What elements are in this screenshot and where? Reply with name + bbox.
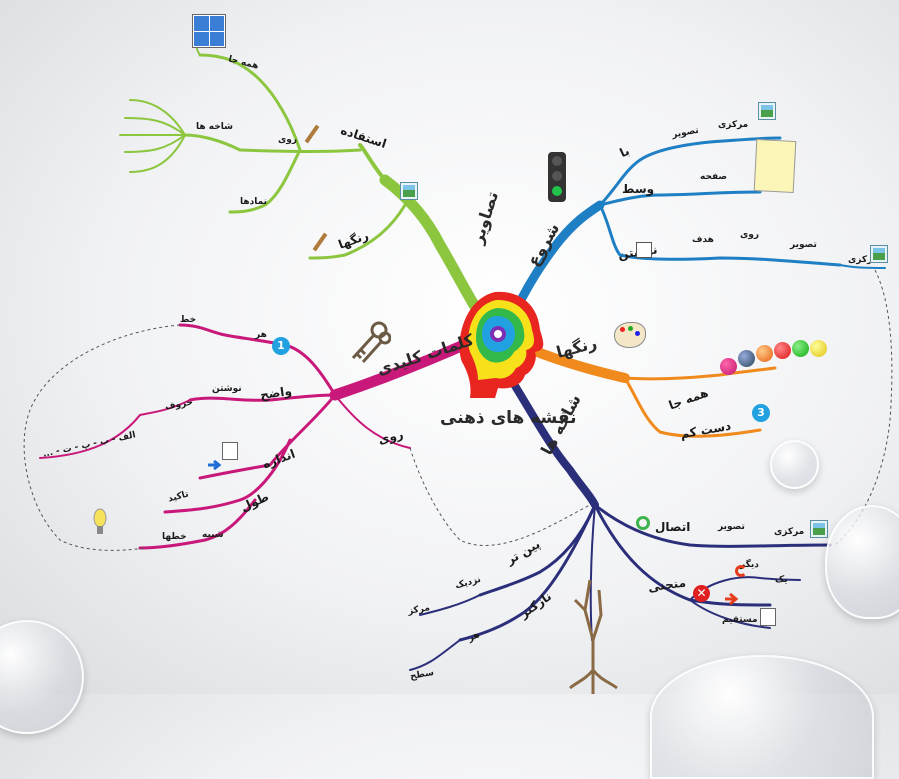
picture-icon	[870, 245, 888, 263]
mind-map-canvas	[23, 37, 893, 671]
central-title: نقشه های ذهنی	[440, 408, 577, 428]
label-each-keywords: هر	[255, 330, 267, 340]
water-drop-icon	[825, 505, 899, 619]
keys-icon	[345, 318, 392, 364]
color-ball-icon	[810, 340, 827, 357]
label-write: نوشتن	[212, 384, 242, 394]
label-on-start: روی	[740, 230, 760, 240]
branch-start	[507, 136, 886, 323]
color-ball-icon	[792, 340, 809, 357]
number-badge: 1	[272, 337, 290, 355]
pencil-note-icon	[636, 242, 652, 258]
label-central-start-2: مرکزی	[848, 255, 879, 265]
label-central-branches: مرکزی	[774, 527, 805, 537]
dashed-connectors	[23, 269, 893, 551]
picture-icon	[758, 102, 776, 120]
picture-icon	[810, 520, 828, 538]
label-symbols: نمادها	[240, 197, 268, 207]
label-image-branches: تصویر	[718, 522, 745, 532]
label-straight: مستقیم	[722, 615, 758, 625]
tree-icon	[565, 570, 620, 694]
branch-branches	[409, 366, 832, 671]
label-middle: وسط	[622, 182, 655, 196]
refresh-icon	[636, 516, 650, 530]
palette-icon	[614, 322, 646, 348]
lightbulb-icon	[93, 508, 107, 538]
label-on-images: روی	[278, 135, 298, 145]
label-page: صفحه	[700, 172, 728, 182]
paper-icon	[753, 138, 797, 194]
label-other: دیگر	[740, 560, 759, 570]
color-ball-icon	[756, 345, 773, 362]
label-similar: شبیه	[202, 530, 224, 540]
number-badge: 3	[752, 404, 770, 422]
cancel-icon: ✕	[693, 585, 710, 602]
frame-icon	[760, 608, 776, 626]
label-branches-small: شاخه ها	[196, 122, 233, 132]
arrow-icon	[208, 455, 224, 471]
central-head-icon	[459, 291, 544, 398]
label-image-start-2: تصویر	[790, 240, 817, 250]
traffic-light-icon	[548, 152, 566, 202]
curve-arrow-icon	[735, 565, 747, 577]
branch-keywords	[39, 323, 481, 550]
picture-icon	[400, 182, 418, 200]
arrows-grid-icon	[192, 14, 226, 48]
label-connect: اتصال	[655, 520, 691, 534]
label-line: خط	[180, 315, 197, 325]
frame-icon	[222, 442, 238, 460]
color-ball-icon	[774, 342, 791, 359]
label-central-start: مرکزی	[718, 120, 749, 130]
water-drop-icon	[650, 655, 874, 779]
label-one: یک	[775, 575, 788, 585]
label-goal: هدف	[692, 235, 714, 245]
water-drop-icon	[770, 440, 819, 489]
color-ball-icon	[720, 358, 737, 375]
arrow-icon	[725, 590, 739, 606]
branch-images	[119, 37, 488, 324]
label-lines: خطها	[162, 532, 187, 542]
color-ball-icon	[738, 350, 755, 367]
